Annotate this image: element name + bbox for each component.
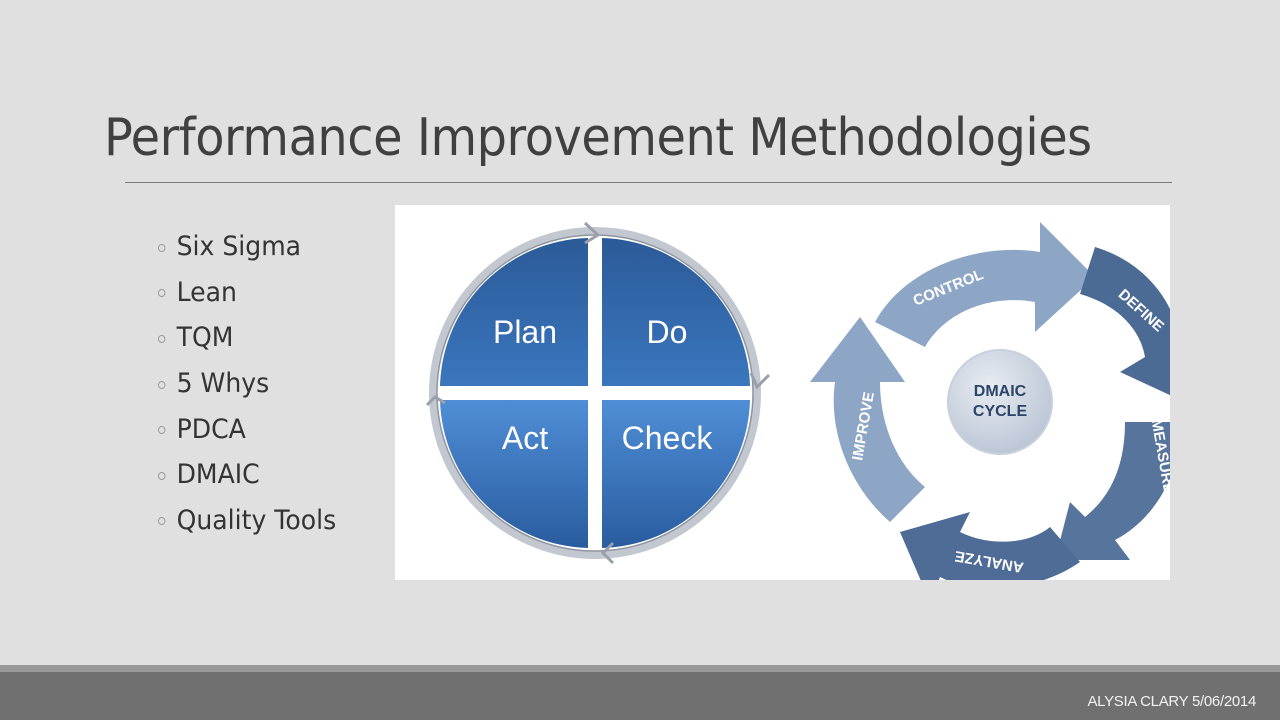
bullet-circle-icon [158,289,166,298]
bullet-circle-icon [158,334,166,343]
do-quadrant [602,238,750,386]
check-quadrant [602,400,750,548]
bullet-circle-icon [158,426,166,435]
improve-arrow [810,317,925,522]
bullet-item: Quality Tools [158,498,336,544]
check-label: Check [622,420,714,456]
act-label: Act [502,420,548,456]
analyze-arrow [900,512,1080,602]
footer-bar [0,672,1280,720]
footer-author-date: ALYSIA CLARY 5/06/2014 [1087,693,1256,710]
act-quadrant [440,400,588,548]
dmaic-center-circle [947,349,1053,455]
diagram-image: Plan Do Act Check DMAIC CYCLE [395,205,1208,602]
bullet-circle-icon [158,243,166,252]
slide-title: Performance Improvement Methodologies [104,108,1092,168]
title-divider [125,182,1172,183]
do-label: Do [647,314,688,350]
bullet-item: PDCA [158,406,336,452]
bullet-list: Six Sigma Lean TQM 5 Whys PDCA DMAIC Qua… [158,224,350,543]
bullet-circle-icon [158,471,166,480]
footer-stripe [0,665,1280,672]
pdca-cycle-diagram: Plan Do Act Check [425,221,771,565]
control-arrow [875,222,1095,347]
measure-arrow [1055,422,1185,560]
bullet-item: 5 Whys [158,361,336,407]
plan-label: Plan [493,314,557,350]
bullet-item: Six Sigma [158,224,336,270]
arrow-head-icon [749,372,771,390]
dmaic-cycle-diagram: DMAIC CYCLE CONTROL DEFINE MEASURE ANALY… [810,222,1208,602]
arrow-head-icon [425,395,446,407]
dmaic-center-label-2: CYCLE [973,403,1028,420]
arrow-head-icon [583,221,601,245]
bullet-circle-icon [158,380,166,389]
bullet-item: Lean [158,270,336,316]
arrow-head-icon [600,541,615,565]
plan-quadrant [440,238,588,386]
dmaic-center-label: DMAIC [974,383,1027,400]
bullet-circle-icon [158,517,166,526]
bullet-item: DMAIC [158,452,336,498]
bullet-item: TQM [158,315,336,361]
